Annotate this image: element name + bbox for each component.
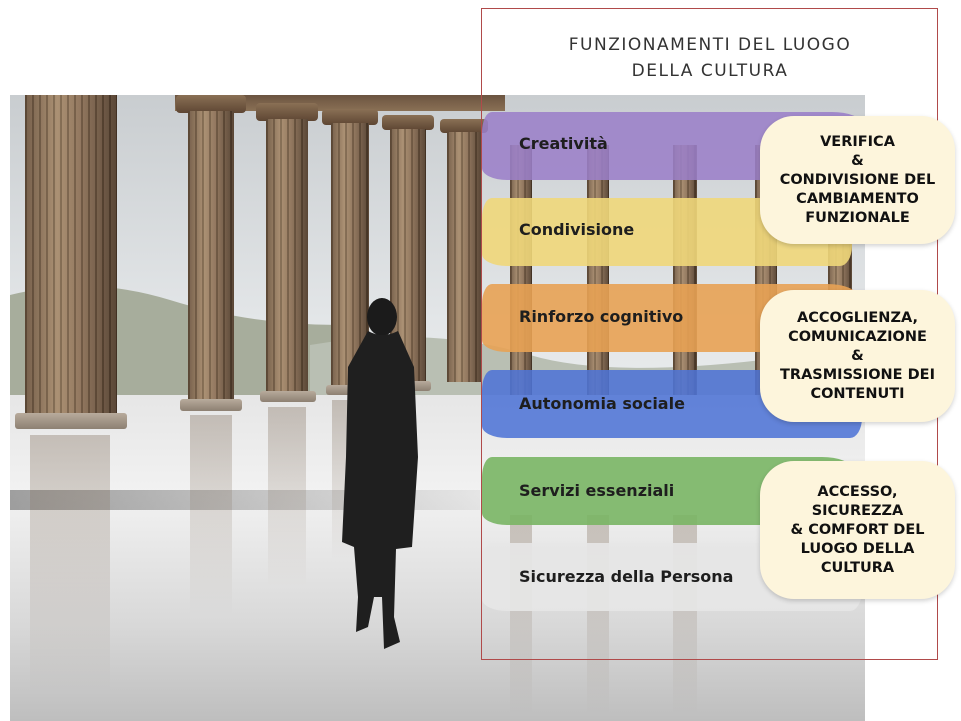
function-text: FUNZIONALE	[805, 209, 910, 226]
reflection	[30, 435, 110, 695]
function-text: COMUNICAZIONE	[788, 328, 927, 345]
function-text: TRASMISSIONE DEI	[780, 366, 935, 383]
title-line-1: FUNZIONAMENTI DEL LUOGO	[568, 35, 852, 55]
level-label-servizi: Servizi essenziali	[519, 481, 675, 500]
column-base	[260, 391, 316, 402]
column	[447, 132, 481, 382]
function-text: &	[851, 152, 864, 169]
column-capital	[176, 95, 246, 113]
function-text: ACCOGLIENZA,	[797, 309, 918, 326]
function-box-verifica: VERIFICA & CONDIVISIONE DEL CAMBIAMENTO …	[760, 116, 955, 244]
level-label-sicurezza: Sicurezza della Persona	[519, 567, 734, 586]
column	[673, 145, 697, 395]
title-line-2: DELLA CULTURA	[631, 61, 789, 81]
function-box-accesso: ACCESSO, SICUREZZA & COMFORT DEL LUOGO D…	[760, 461, 955, 599]
column-base	[15, 413, 127, 429]
function-text: CULTURA	[820, 559, 895, 576]
column	[266, 119, 308, 393]
function-text: CAMBIAMENTO	[796, 190, 919, 207]
column-capital	[256, 103, 318, 121]
reflection	[268, 407, 306, 587]
function-text: CONTENUTI	[810, 385, 905, 402]
function-text: LUOGO DELLA	[800, 540, 915, 557]
function-text: ACCESSO,	[817, 483, 898, 500]
reflection	[190, 415, 232, 615]
level-label-rinforzo: Rinforzo cognitivo	[519, 307, 684, 326]
diagram-title: FUNZIONAMENTI DEL LUOGO DELLA CULTURA	[500, 32, 920, 84]
column	[25, 95, 117, 415]
level-label-autonomia: Autonomia sociale	[519, 394, 685, 413]
function-text: SICUREZZA	[811, 502, 904, 519]
level-label-creativita: Creatività	[519, 134, 608, 153]
function-text: &	[851, 347, 864, 364]
column-capital	[322, 109, 378, 125]
column	[188, 111, 234, 401]
function-text: & COMFORT DEL	[790, 521, 925, 538]
function-text: VERIFICA	[820, 133, 895, 150]
column-capital	[382, 115, 434, 130]
function-text: CONDIVISIONE DEL	[779, 171, 936, 188]
person-silhouette	[342, 298, 418, 649]
column-capital	[440, 119, 488, 133]
function-box-accoglienza: ACCOGLIENZA, COMUNICAZIONE & TRASMISSION…	[760, 290, 955, 422]
column-base	[180, 399, 242, 411]
level-label-condivisione: Condivisione	[519, 220, 635, 239]
